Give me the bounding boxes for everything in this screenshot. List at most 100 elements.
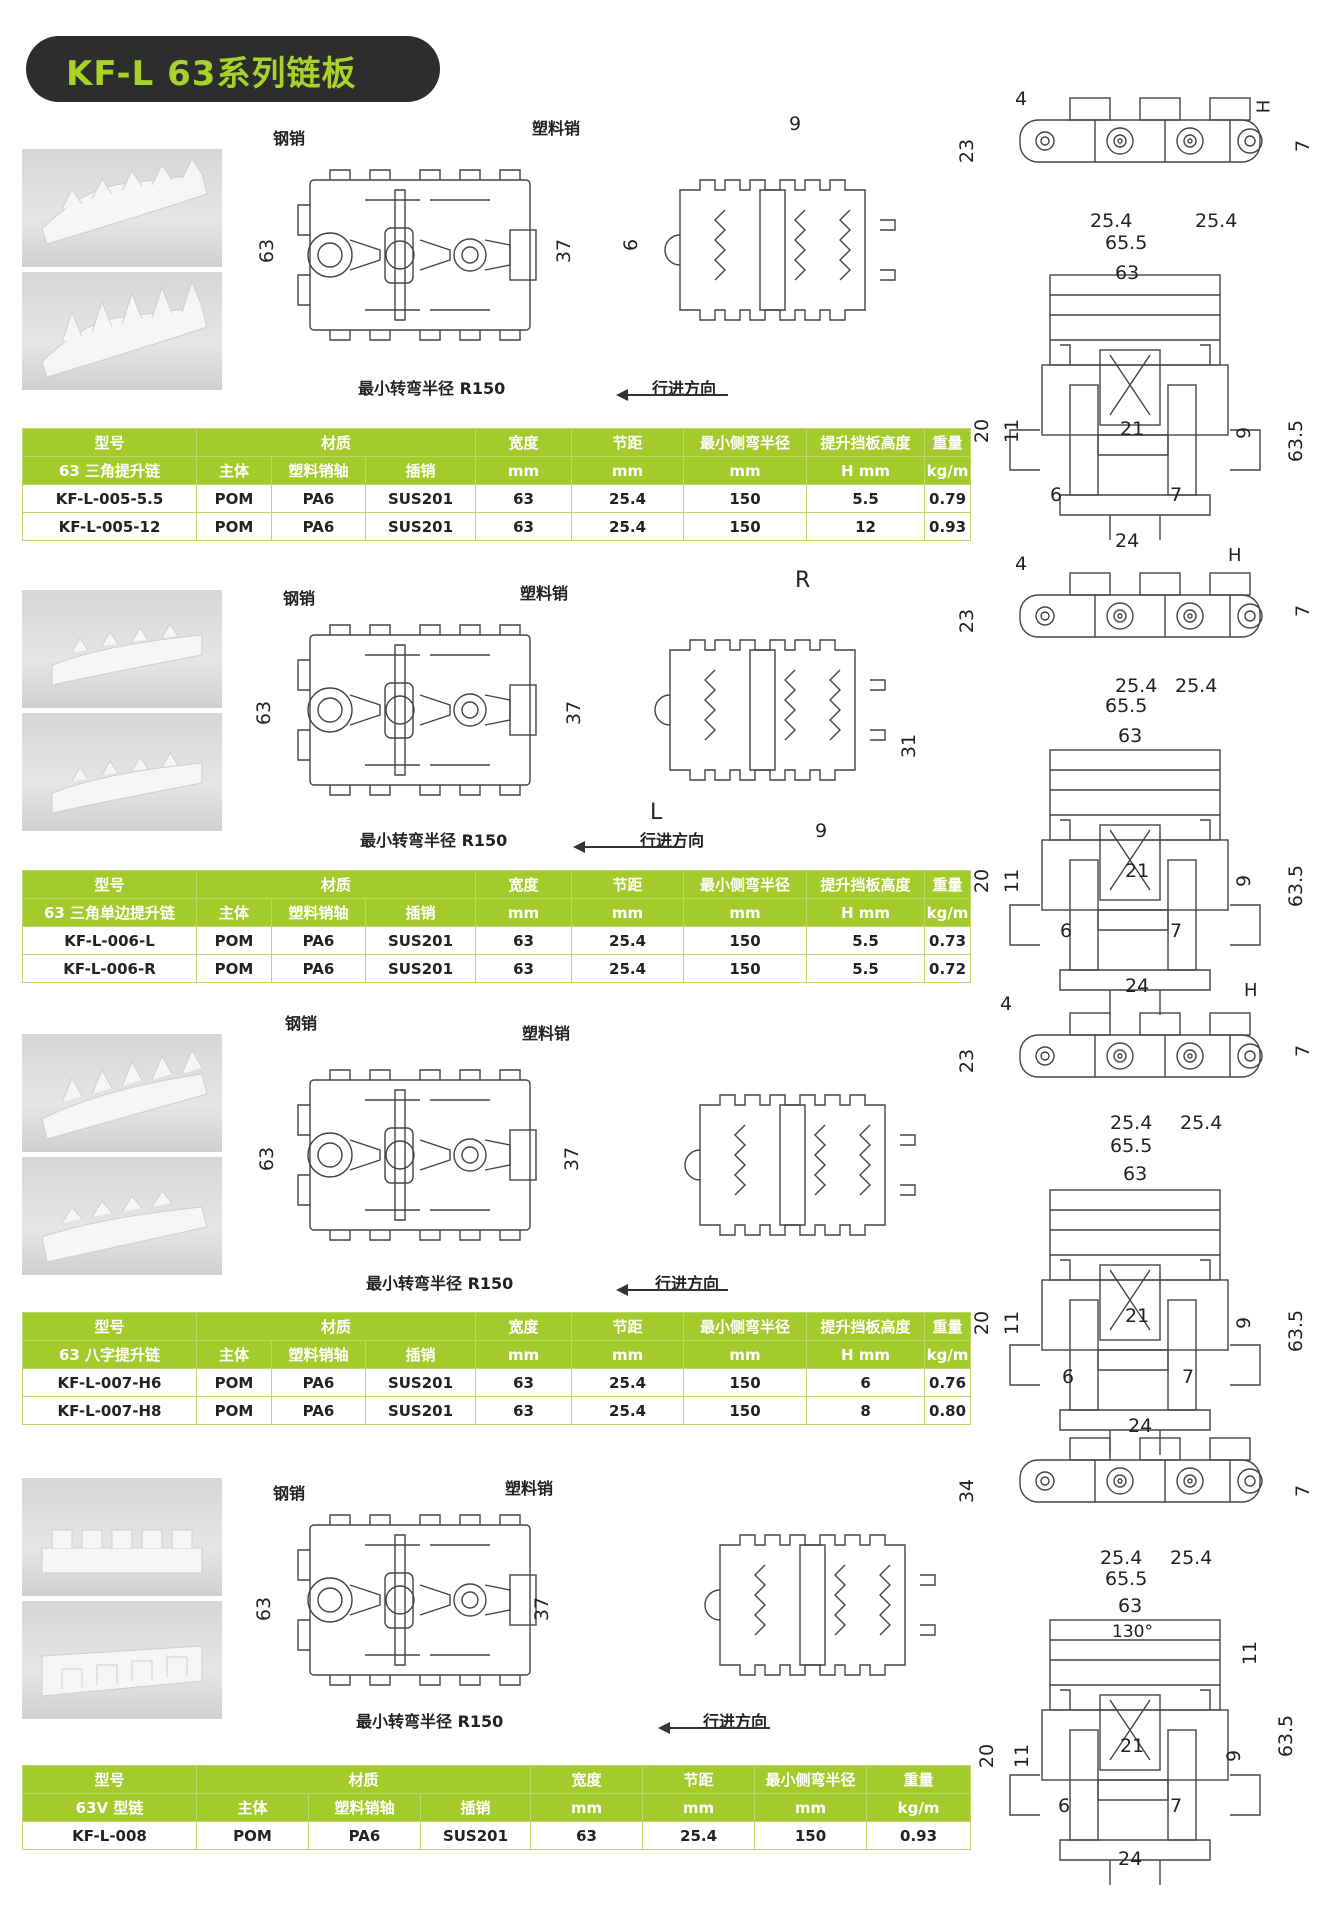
chain-photo <box>22 1034 222 1152</box>
table-cell: 63 八字提升链 <box>22 1340 197 1369</box>
table-cell: 63V 型链 <box>22 1793 197 1822</box>
dim-7: 7 <box>1292 139 1315 153</box>
dim-63: 63 <box>256 1146 279 1172</box>
dim-7: 7 <box>1170 484 1183 506</box>
dim-6: 6 <box>1060 920 1073 942</box>
table-cell: 最小侧弯半径 <box>683 870 808 899</box>
dim-H: H <box>1244 980 1258 1001</box>
dim-24: 24 <box>1115 530 1140 552</box>
table-cell: PA6 <box>308 1821 421 1850</box>
travel-direction-label: 行进方向 <box>640 831 705 850</box>
table-cell: PA6 <box>271 484 366 513</box>
chain-side-drawing <box>684 1094 916 1236</box>
table-cell: kg/m <box>866 1793 972 1822</box>
min-radius-label: 最小转弯半径 R150 <box>358 379 506 398</box>
table-cell: 主体 <box>196 1793 309 1822</box>
dim-H: H <box>1228 545 1242 566</box>
table-header-row: 型号材质宽度 节距最小侧弯半径提升挡板高度重量 <box>22 870 972 899</box>
table-cell: KF-L-006-L <box>22 926 197 955</box>
chain-photo <box>22 590 222 708</box>
table-cell: POM <box>196 954 272 983</box>
table-cell: PA6 <box>271 1368 366 1397</box>
dim-65-5: 65.5 <box>1105 1568 1148 1590</box>
travel-arrow <box>658 1723 770 1733</box>
dim-6: 6 <box>620 238 643 252</box>
chain-photo <box>22 713 222 831</box>
dim-65-5: 65.5 <box>1105 232 1148 254</box>
travel-direction-label: 行进方向 <box>655 1274 720 1293</box>
table-cell: 插销 <box>364 898 477 927</box>
table-cell: SUS201 <box>364 512 477 541</box>
table-cell: 63 <box>475 926 573 955</box>
chain-top-drawing <box>297 169 537 341</box>
table-cell: KF-L-007-H6 <box>22 1368 197 1397</box>
chain-photo <box>22 1157 222 1275</box>
table-cell: 25.4 <box>571 1396 685 1425</box>
dim-63: 63 <box>1118 725 1143 747</box>
table-cell: 25.4 <box>571 512 685 541</box>
chain-top-drawing <box>297 1069 537 1241</box>
table-cell: mm <box>683 898 808 927</box>
th-model: 型号 <box>22 428 197 457</box>
th-material: 材质 <box>195 428 477 457</box>
dim-37: 37 <box>561 1146 584 1172</box>
steel-pin-label: 钢销 <box>285 1014 318 1033</box>
table-cell: 25.4 <box>571 954 685 983</box>
dim-4: 4 <box>1000 993 1013 1015</box>
table-cell: mm <box>475 456 573 485</box>
dim-25-4: 25.4 <box>1100 1547 1143 1569</box>
table-cell: 插销 <box>364 1340 477 1369</box>
chain-top-drawing <box>297 624 537 796</box>
dim-7: 7 <box>1292 604 1315 618</box>
side-view-drawing <box>1019 572 1263 638</box>
travel-arrow <box>616 1285 728 1295</box>
dim-37: 37 <box>553 238 576 264</box>
dim-11: 11 <box>1001 1310 1024 1336</box>
dim-63-5: 63.5 <box>1275 1714 1298 1758</box>
table-cell: 提升挡板高度 <box>806 1312 926 1341</box>
table-cell: POM <box>196 484 272 513</box>
dim-25-4: 25.4 <box>1115 675 1158 697</box>
side-view-drawing <box>1019 1012 1263 1078</box>
table-cell: mm <box>475 1340 573 1369</box>
dim-7: 7 <box>1292 1484 1315 1498</box>
table-cell: 25.4 <box>571 926 685 955</box>
table-cell: 主体 <box>196 456 272 485</box>
table-cell: 材质 <box>195 1312 477 1341</box>
dim-4: 4 <box>1015 553 1028 575</box>
dim-63-5: 63.5 <box>1285 1309 1308 1353</box>
table-cell: PA6 <box>271 954 366 983</box>
table-cell: 6 <box>806 1368 926 1397</box>
dim-11: 11 <box>1239 1640 1262 1666</box>
dim-24: 24 <box>1118 1848 1143 1870</box>
dim-34: 34 <box>956 1478 979 1504</box>
table-cell: 0.93 <box>866 1821 972 1850</box>
table-cell: PA6 <box>271 926 366 955</box>
th-flight: 提升挡板高度 <box>806 428 926 457</box>
table-cell: 150 <box>683 1368 808 1397</box>
table-cell: 150 <box>683 954 808 983</box>
table-cell: PA6 <box>271 1396 366 1425</box>
table-cell: POM <box>196 1396 272 1425</box>
dim-63: 63 <box>256 238 279 264</box>
table-cell: 宽度 <box>475 1312 573 1341</box>
table-cell: 63 <box>475 1396 573 1425</box>
table-cell: 插销 <box>364 456 477 485</box>
dim-7: 7 <box>1170 1795 1183 1817</box>
table-cell: 节距 <box>571 1312 685 1341</box>
table-cell: 63 <box>475 1368 573 1397</box>
table-cell: POM <box>196 1368 272 1397</box>
table-cell: 8 <box>806 1396 926 1425</box>
table-cell: mm <box>475 898 573 927</box>
plastic-pin-label: 塑料销 <box>505 1479 554 1498</box>
dim-31: 31 <box>898 733 921 759</box>
table-cell: SUS201 <box>364 926 477 955</box>
table-cell: 材质 <box>195 1765 532 1794</box>
dim-21: 21 <box>1125 860 1150 882</box>
table-cell: 最小侧弯半径 <box>683 1312 808 1341</box>
table-cell: 塑料销轴 <box>271 898 366 927</box>
table-cell: 25.4 <box>642 1821 756 1850</box>
table-cell: 63 三角提升链 <box>22 456 197 485</box>
